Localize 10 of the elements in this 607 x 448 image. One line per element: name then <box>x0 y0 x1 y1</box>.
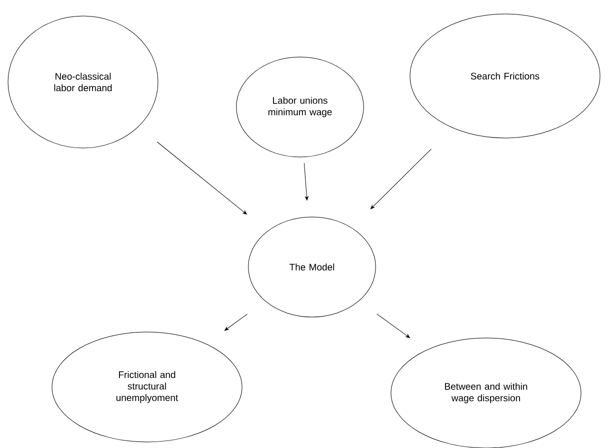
arrow <box>370 148 432 210</box>
arrow <box>224 314 248 331</box>
ellipse-node: Search Frictions <box>410 14 600 138</box>
arrow <box>304 162 308 200</box>
ellipse-node: The Model <box>248 216 376 318</box>
ellipse-node: Labor unions minimum wage <box>236 56 364 158</box>
arrow <box>156 142 247 214</box>
arrow <box>376 314 410 338</box>
ellipse-node: Neo-classical labor demand <box>8 16 158 148</box>
ellipse-node: Frictional and structural unemplyoment <box>52 332 242 442</box>
